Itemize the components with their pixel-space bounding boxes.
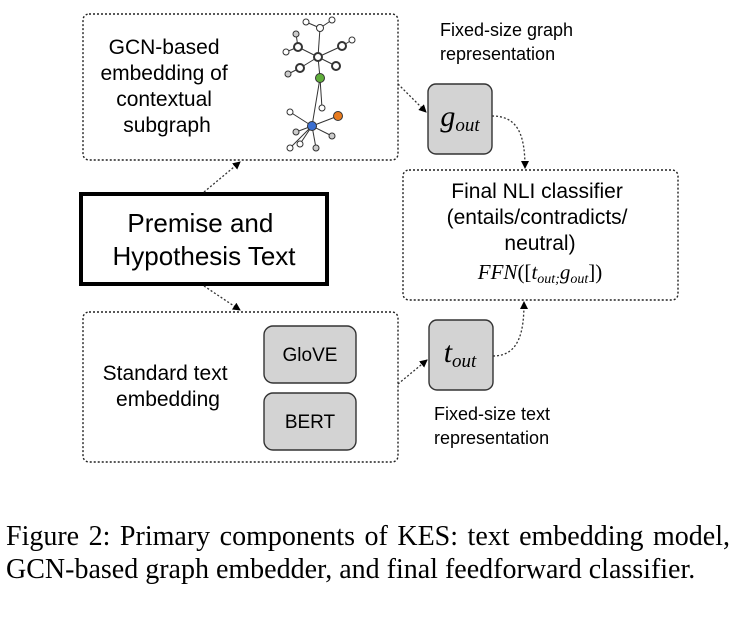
svg-text:gout: gout — [440, 100, 480, 136]
ffn-g: g — [560, 260, 571, 284]
gcn-label-line-1: GCN-based — [109, 36, 220, 59]
subgraph-icon — [282, 16, 356, 152]
glove-label: GloVE — [283, 345, 338, 366]
gcn-label-line-4: subgraph — [123, 114, 211, 137]
arrow-premise-to-gcn — [203, 161, 241, 193]
t-out-base: t — [444, 336, 453, 369]
g-out-base: g — [440, 100, 455, 133]
premise-hypothesis-box: Premise and Hypothesis Text — [79, 192, 329, 286]
ffn-formula: FFN([tout;gout]) — [477, 260, 602, 287]
arrow-premise-to-standard — [203, 285, 241, 311]
bert-box: BERT — [263, 392, 357, 451]
svg-text:Standard text embedding: Standard text embedding — [103, 362, 234, 411]
glove-box: GloVE — [263, 325, 357, 384]
arrow-gout-to-classifier — [491, 115, 529, 169]
text-rep-line-2: representation — [434, 428, 549, 448]
g-out-sub: out — [455, 115, 480, 136]
final-nli-classifier-box: Final NLI classifier (entails/contradict… — [402, 169, 679, 301]
svg-text:tout: tout — [444, 336, 477, 372]
arrows — [203, 83, 529, 385]
ffn-t: t — [531, 260, 538, 284]
premise-line-1: Premise and — [127, 208, 273, 238]
ffn-t-sub: out; — [537, 272, 560, 287]
classifier-line-1: Final NLI classifier — [451, 180, 623, 203]
gcn-label-line-2: embedding of — [100, 62, 227, 85]
classifier-line-3: neutral) — [504, 232, 575, 255]
text-representation-label: Fixed-size text representation — [434, 404, 555, 448]
svg-text:Final NLI classifier (en: Final NLI classifier (entails/contradict… — [447, 180, 634, 255]
graph-rep-line-1: Fixed-size graph — [440, 20, 573, 40]
ffn-name: FFN — [477, 260, 519, 284]
svg-text:GCN-based embedding of: GCN-based embedding of contextual subgra… — [100, 36, 233, 137]
gcn-embedding-box: GCN-based embedding of contextual subgra… — [82, 13, 399, 161]
svg-text:Premise and Hypothesis T: Premise and Hypothesis Text — [112, 208, 296, 271]
g-out-box: gout — [427, 83, 493, 155]
arrow-standard-to-tout — [397, 359, 428, 385]
standard-line-2: embedding — [116, 388, 220, 411]
graph-representation-label: Fixed-size graph representation — [440, 20, 578, 64]
standard-line-1: Standard text — [103, 362, 228, 385]
arrow-gcn-to-gout — [397, 83, 427, 113]
arrow-tout-to-classifier — [492, 301, 528, 357]
ffn-close: ]) — [588, 260, 602, 284]
t-out-box: tout — [428, 319, 494, 391]
ffn-open: ([ — [517, 260, 531, 284]
text-rep-line-1: Fixed-size text — [434, 404, 550, 424]
classifier-line-2: (entails/contradicts/ — [447, 206, 628, 229]
t-out-sub: out — [452, 351, 477, 372]
bert-label: BERT — [285, 412, 336, 433]
ffn-g-sub: out — [570, 272, 589, 287]
premise-line-2: Hypothesis Text — [112, 241, 296, 271]
gcn-label-line-3: contextual — [116, 88, 212, 111]
graph-rep-line-2: representation — [440, 44, 555, 64]
figure-caption: Figure 2: Primary components of KES: tex… — [6, 521, 730, 585]
